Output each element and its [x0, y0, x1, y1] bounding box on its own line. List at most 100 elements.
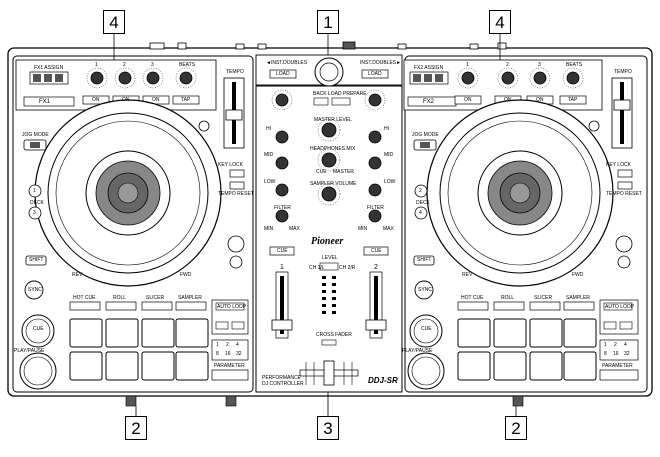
- left-censor-button[interactable]: [227, 235, 245, 253]
- filter-right-label: FILTER: [367, 205, 384, 211]
- right-tempo-slider-handle[interactable]: [613, 99, 631, 111]
- headphones-mix-label: HEADPHONES MIX: [310, 146, 356, 152]
- right-jog-mode-label: JOG MODE: [412, 132, 439, 138]
- product-line-1: PERFORMANCE: [262, 375, 301, 381]
- right-deck-4-button[interactable]: [414, 206, 428, 220]
- left-jog-wheel[interactable]: [34, 99, 222, 287]
- left-auto-loop-button[interactable]: [215, 302, 245, 311]
- brand-logo: Pioneer: [311, 236, 344, 247]
- back-button[interactable]: [313, 97, 329, 106]
- fx2-name-label: FX2: [423, 99, 435, 105]
- mixer-knob-rings: [271, 89, 386, 206]
- right-pad-plus-button[interactable]: [617, 255, 631, 269]
- left-key-lock-button[interactable]: [229, 169, 245, 178]
- crossfader-handle[interactable]: [323, 360, 335, 386]
- right-auto-loop-button[interactable]: [603, 302, 633, 311]
- channel-fader-1-handle[interactable]: [271, 319, 293, 331]
- left-cue-label: CUE: [33, 326, 44, 332]
- load-prepare-button[interactable]: [331, 97, 351, 106]
- fx1-assign-label: FX1 ASSIGN: [34, 65, 64, 71]
- fx2-knob-rings: [457, 67, 584, 89]
- right-deck-label: DECK: [416, 200, 430, 206]
- load-right-button[interactable]: [361, 69, 389, 79]
- bottom-edge-knobs: [125, 395, 524, 407]
- fx1-knob-3-label: 3: [151, 62, 154, 68]
- left-play-button[interactable]: [19, 352, 57, 390]
- fx2-knobs[interactable]: [461, 71, 580, 85]
- headphones-master-side-label: MASTER: [333, 169, 354, 175]
- left-tempo-reset-button[interactable]: [229, 181, 245, 190]
- right-parameter-label: PARAMETER: [602, 363, 633, 369]
- right-fwd-label: FWD: [572, 272, 584, 278]
- right-cue-button[interactable]: [409, 314, 443, 348]
- crossfader-curve-switch[interactable]: [321, 339, 337, 346]
- left-sync-button[interactable]: [24, 280, 44, 300]
- left-deck-1-button[interactable]: [28, 184, 42, 198]
- right-shift-label: SHIFT: [417, 257, 432, 263]
- level-switch[interactable]: [319, 262, 339, 271]
- load-prepare-label: LOAD PREPARE: [328, 91, 367, 97]
- load-right-label: LOAD: [368, 71, 382, 77]
- left-loop-2: 2: [226, 342, 229, 348]
- right-loop-out-button[interactable]: [619, 321, 633, 330]
- right-shift-button[interactable]: [413, 255, 435, 266]
- right-tempo-reset-button[interactable]: [617, 181, 633, 190]
- right-key-lock-button[interactable]: [617, 169, 633, 178]
- right-censor-button[interactable]: [615, 235, 633, 253]
- right-performance-pads[interactable]: [457, 318, 597, 381]
- left-pad-mode-buttons[interactable]: [69, 301, 207, 311]
- left-shift-label: SHIFT: [29, 257, 44, 263]
- callout-fx-right: 4: [489, 10, 511, 34]
- max-left-label: MAX: [289, 226, 300, 232]
- right-jog-wheel[interactable]: [426, 99, 614, 287]
- max-right-label: MAX: [383, 226, 394, 232]
- fx1-on-2-label: ON: [122, 97, 130, 103]
- left-loop-in-button[interactable]: [215, 321, 229, 330]
- left-performance-pads[interactable]: [69, 318, 209, 381]
- left-cue-button[interactable]: [21, 314, 55, 348]
- left-deck-3-button[interactable]: [28, 206, 42, 220]
- mixer-center-knobs[interactable]: [321, 122, 337, 202]
- right-parameter-buttons[interactable]: [599, 369, 639, 381]
- right-loop-1: 1: [604, 342, 607, 348]
- left-key-lock-label: KEY LOCK: [218, 162, 243, 168]
- right-loop-display: [599, 339, 639, 361]
- left-needle-search-dot: [198, 120, 210, 132]
- right-pad-mode-buttons[interactable]: [457, 301, 595, 311]
- mid-right-label: MID: [384, 152, 394, 158]
- left-shift-button[interactable]: [25, 255, 47, 266]
- left-loop-out-button[interactable]: [231, 321, 245, 330]
- product-line-2: DJ CONTROLLER: [262, 381, 304, 387]
- rotary-selector[interactable]: [314, 57, 344, 87]
- left-loop-32: 32: [236, 351, 242, 357]
- model-name: DDJ-SR: [368, 376, 398, 385]
- fx2-assign-label: FX2 ASSIGN: [414, 65, 444, 71]
- right-play-button[interactable]: [407, 352, 445, 390]
- right-sync-button[interactable]: [414, 280, 434, 300]
- mixer-channel-knobs[interactable]: [275, 93, 382, 223]
- load-left-button[interactable]: [269, 69, 297, 79]
- fx1-knobs[interactable]: [90, 71, 193, 85]
- fx2-tap-label: TAP: [568, 97, 578, 103]
- fx1-name-label: FX1: [39, 99, 51, 105]
- mid-left-label: MID: [264, 152, 274, 158]
- left-loop-display: [211, 339, 249, 361]
- right-needle-search-dot: [588, 120, 600, 132]
- inst-double-right-label: INST.DOUBLES►: [360, 60, 402, 66]
- left-parameter-buttons[interactable]: [211, 369, 249, 381]
- right-play-label: PLAY/PAUSE: [402, 348, 433, 354]
- left-pad-plus-button[interactable]: [229, 255, 243, 269]
- back-label: BACK: [313, 91, 327, 97]
- callout-fx-left: 4: [103, 10, 125, 34]
- channel-fader-2-handle[interactable]: [365, 319, 387, 331]
- low-right-label: LOW: [384, 179, 396, 185]
- mixer-cue-left-button[interactable]: [269, 246, 295, 256]
- right-loop-in-button[interactable]: [603, 321, 617, 330]
- fx2-knob-1-label: 1: [466, 62, 469, 68]
- left-mode-sampler: SAMPLER: [178, 295, 202, 301]
- callout-mixer: 3: [317, 416, 339, 440]
- left-tempo-slider-handle[interactable]: [225, 109, 243, 121]
- right-deck-2-button[interactable]: [414, 184, 428, 198]
- mixer-cue-right-button[interactable]: [363, 246, 389, 256]
